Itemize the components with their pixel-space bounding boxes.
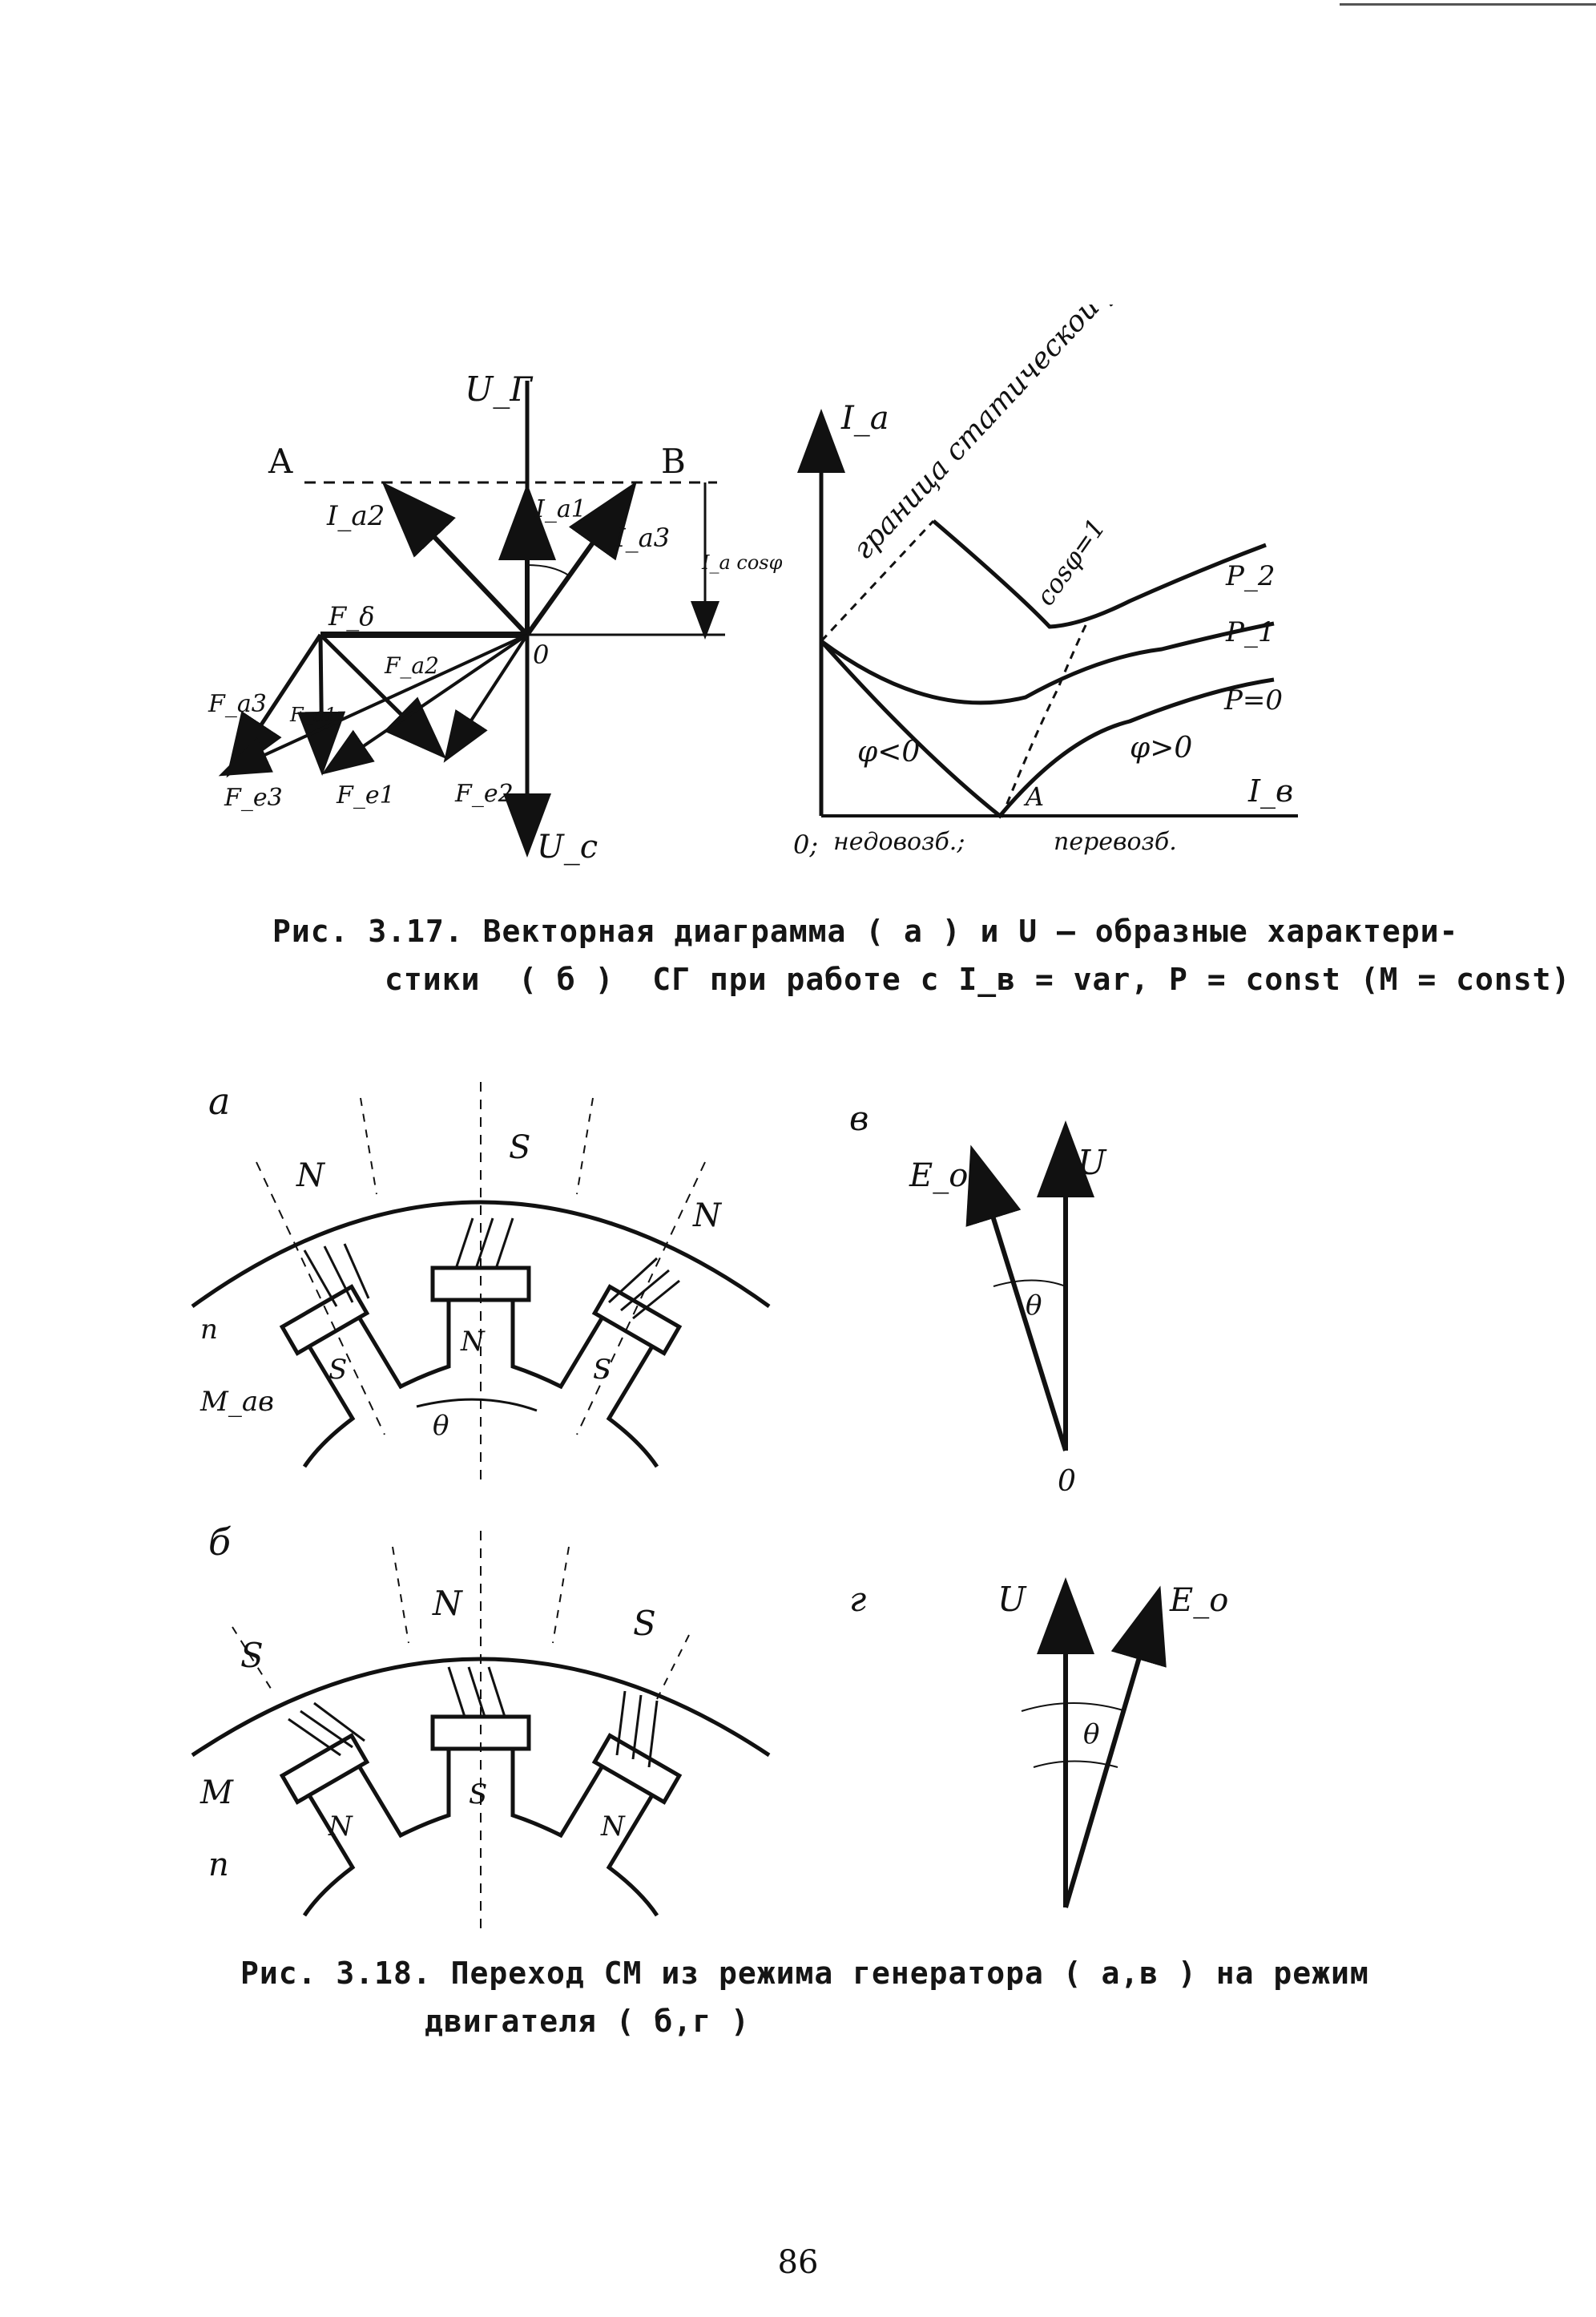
axis-right	[576, 1161, 706, 1435]
fe2-label: F_e2	[454, 780, 514, 808]
theta-arc-v	[993, 1279, 1066, 1287]
machine-generator-diagram: а N S N S N S n M_ав θ	[191, 1080, 771, 1483]
ia2-label: I_a2	[326, 500, 385, 532]
fig17-caption-line1: Рис. 3.17. Векторная диаграмма ( а ) и U…	[272, 914, 1459, 949]
panel-b-letter: б	[208, 1520, 232, 1564]
fa3-label: F_a3	[208, 690, 267, 718]
fe1-vector	[321, 633, 529, 775]
boundary-label: граница статической устойчивости	[847, 305, 1269, 566]
panel-v-theta: θ	[1026, 1290, 1042, 1322]
panel-b-pole-left: N	[328, 1810, 353, 1843]
uc-label: U_c	[537, 829, 598, 866]
p0-label: P=0	[1223, 684, 1283, 716]
fdelta-label: F_δ	[328, 601, 374, 632]
fa2-vector	[319, 633, 447, 760]
stator-arc	[191, 1200, 771, 1309]
panel-a-m-label: M_ав	[200, 1386, 274, 1418]
phasor-generator-diagram: в E_o U θ 0	[849, 1099, 1107, 1498]
pole-shoe-right-b	[591, 1733, 683, 1805]
point-a-label: A	[268, 442, 293, 481]
phi-arc	[526, 564, 570, 576]
theta-arc-g	[1021, 1702, 1126, 1712]
panel-a-n1: N	[296, 1157, 326, 1194]
panel-b-n1: N	[432, 1584, 463, 1623]
fe3-label: F_e3	[224, 784, 283, 812]
ia2-vector	[381, 482, 530, 637]
panel-b-n-arrow: n	[208, 1847, 229, 1883]
u-curves-chart: I_a I_в граница статической устойчивости…	[793, 305, 1298, 860]
point-b-label: B	[661, 442, 686, 481]
panel-a-pole-mid: N	[460, 1326, 486, 1358]
axis-left	[256, 1161, 385, 1435]
panel-g-u: U	[998, 1580, 1027, 1619]
e0-phasor-g	[1063, 1585, 1167, 1908]
vector-diagram: U_Г U_c A B 0 I_a2 I_a1 I_a3 I_a cosφ F_…	[208, 369, 783, 866]
phi-pos-label: φ>0	[1130, 732, 1192, 765]
pole-shoe-left	[279, 1284, 370, 1356]
panel-v-u: U	[1078, 1143, 1107, 1182]
panel-v-letter: в	[849, 1099, 869, 1138]
point-a-ucurve: A	[1023, 781, 1044, 812]
stability-boundary-line	[820, 519, 935, 643]
fa1-label: F_a1	[289, 704, 337, 726]
cos-phi-line	[1000, 616, 1091, 818]
fig18-caption-line2: двигателя ( б,г )	[425, 2004, 750, 2039]
cos-phi-label: cosφ=1	[1030, 513, 1111, 612]
p1-label: P_1	[1225, 616, 1276, 648]
page-number: 86	[777, 2244, 819, 2281]
panel-b-s2: S	[633, 1604, 656, 1643]
fe3-vector	[218, 633, 528, 777]
ia-label: I_a	[840, 400, 889, 437]
icos-label: I_a cosφ	[701, 551, 783, 574]
iv-label: I_в	[1247, 773, 1293, 809]
curve-p0	[820, 640, 1275, 819]
panel-a-n2: N	[692, 1197, 723, 1234]
origin-ucurve: 0;	[793, 830, 818, 860]
panel-b-pole-right: N	[600, 1810, 626, 1843]
panel-b-pole-mid: S	[469, 1778, 487, 1810]
e0-phasor-v	[965, 1144, 1068, 1451]
phasor-motor-diagram: г U E_o θ	[849, 1577, 1228, 1908]
pole-shoe-left-b	[279, 1733, 370, 1805]
panel-b-m-label: M	[200, 1774, 234, 1811]
panel-a-pole-right: S	[593, 1354, 611, 1386]
ia3-vector	[525, 481, 637, 636]
panel-a-n-arrow: n	[200, 1314, 218, 1346]
ia3-label: I_a3	[615, 523, 670, 553]
theta-arc-a	[416, 1398, 538, 1412]
panel-g-letter: г	[849, 1580, 866, 1619]
flux-arrows-b	[288, 1666, 659, 1768]
over-excited-label: перевозб.	[1054, 828, 1177, 856]
under-excited-label: недовозб.;	[833, 828, 965, 856]
ia1-label: I_a1	[534, 495, 586, 523]
curve-p2	[932, 519, 1267, 629]
panel-a-s1: S	[509, 1129, 530, 1166]
ug-label: U_Г	[465, 369, 534, 409]
fa1-vector	[297, 634, 346, 776]
panel-a-letter: а	[208, 1080, 230, 1123]
panel-b-s1: S	[240, 1636, 264, 1675]
curve-p1	[820, 621, 1275, 705]
machine-motor-diagram: б S N S N S N M n	[191, 1520, 771, 1932]
panel-v-e0: E_o	[909, 1157, 968, 1194]
pole-shoe-right	[591, 1284, 683, 1356]
panel-a-pole-left: S	[328, 1354, 347, 1386]
p2-label: P_2	[1225, 560, 1276, 592]
fa2-label: F_a2	[384, 652, 439, 679]
top-rule	[1340, 3, 1596, 6]
panel-v-origin: 0	[1058, 1465, 1076, 1498]
fig18-caption-line1: Рис. 3.18. Переход СМ из режима генерато…	[240, 1956, 1369, 1991]
phi-neg-label: φ<0	[857, 736, 920, 769]
origin-label: 0	[533, 640, 549, 670]
panel-a-theta: θ	[433, 1410, 449, 1442]
fig17-caption-line2: стики ( б ) СГ при работе с I_в = var, P…	[385, 962, 1571, 997]
flux-arrows-a	[303, 1217, 680, 1320]
panel-g-theta: θ	[1083, 1718, 1099, 1750]
panel-g-e0: E_o	[1169, 1582, 1228, 1619]
fe2-vector	[443, 633, 529, 763]
fe1-label: F_e1	[336, 781, 395, 809]
